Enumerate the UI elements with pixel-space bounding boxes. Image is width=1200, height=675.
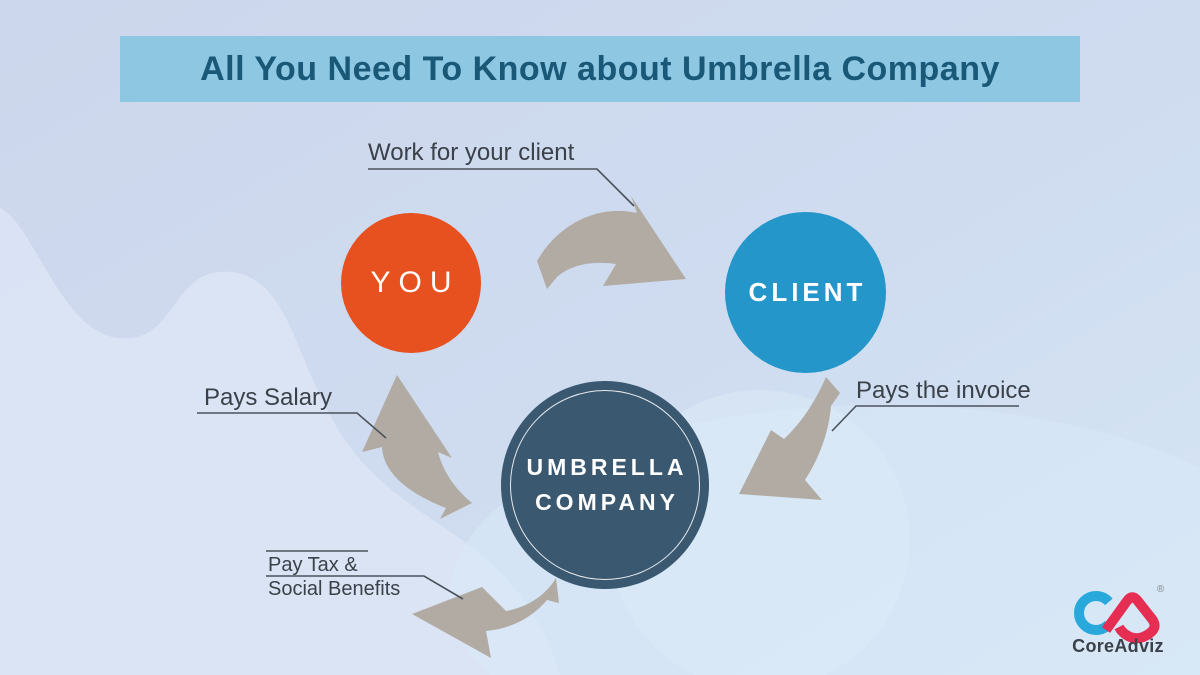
arrow-umbrella-to-tax xyxy=(412,578,559,658)
node-umbrella-label-line1: UMBRELLA xyxy=(526,454,688,480)
node-umbrella-label-line2: COMPANY xyxy=(535,489,679,515)
arrow-you-to-client xyxy=(537,196,686,289)
page-title: All You Need To Know about Umbrella Comp… xyxy=(200,49,1000,88)
umbrella-inner-ring xyxy=(510,390,700,580)
node-you-label: YOU xyxy=(370,266,460,299)
label-pay-tax-line1: Pay Tax & xyxy=(268,554,358,576)
connector-pay-tax xyxy=(266,575,464,600)
label-work-for-your-client: Work for your client xyxy=(368,139,575,166)
arrow-client-to-umbrella xyxy=(739,377,840,500)
node-you: YOU xyxy=(341,213,481,353)
title-banner: All You Need To Know about Umbrella Comp… xyxy=(120,36,1080,102)
connector-pays-invoice xyxy=(831,405,1019,432)
label-pay-tax-line2: Social Benefits xyxy=(268,578,401,600)
connector-work-for-client xyxy=(368,168,635,207)
arrow-umbrella-to-you xyxy=(362,375,472,519)
node-client-label: CLIENT xyxy=(748,277,867,307)
logo-c-icon xyxy=(1074,591,1118,635)
logo-wordmark: CoreAdviz xyxy=(1072,636,1164,656)
logo-a-icon xyxy=(1101,592,1160,644)
registered-trademark-icon: ® xyxy=(1157,584,1165,595)
connector-pays-salary xyxy=(197,412,387,439)
node-umbrella-company: UMBRELLA COMPANY xyxy=(501,381,709,589)
label-pays-salary: Pays Salary xyxy=(204,384,333,411)
node-client: CLIENT xyxy=(725,212,886,373)
background-wave-left xyxy=(0,207,560,675)
label-pays-the-invoice: Pays the invoice xyxy=(856,377,1031,404)
